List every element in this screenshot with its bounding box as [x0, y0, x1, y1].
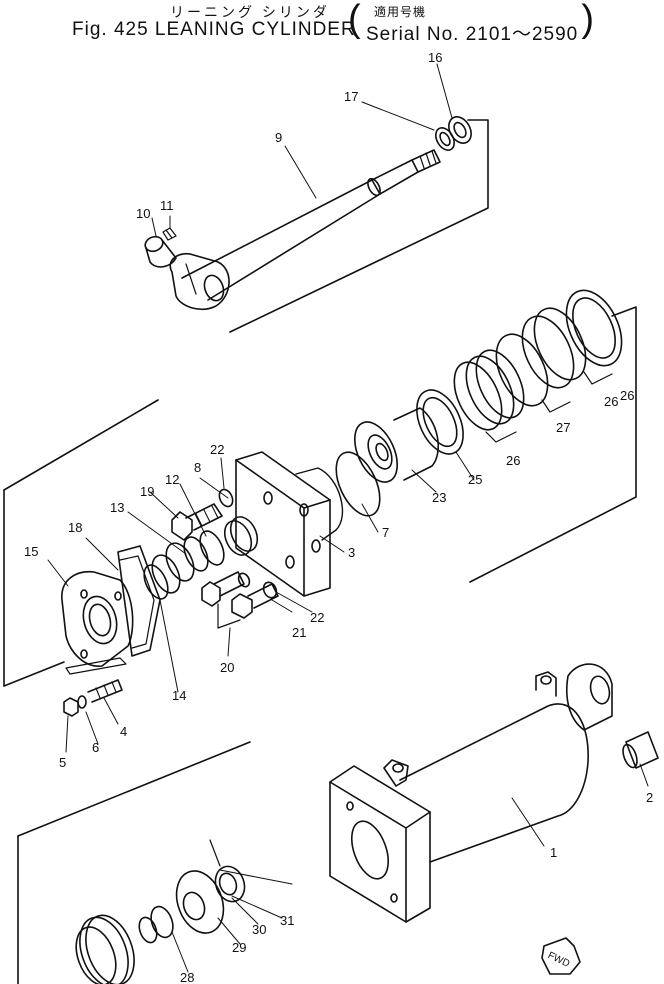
part-label-14: 14: [172, 688, 186, 703]
part-label-19: 19: [140, 484, 154, 499]
part-label-21: 21: [292, 625, 306, 640]
part-label-28: 28: [180, 970, 194, 984]
part-label-31: 31: [280, 913, 294, 928]
leader-lines: [47, 63, 649, 973]
cylinder-tube-1: [329, 663, 659, 923]
close-paren: ): [581, 0, 594, 40]
title-main: Fig. 425 LEANING CYLINDER: [72, 19, 356, 40]
applicable-models-label: 適用号機: [374, 5, 427, 19]
part-label-8: 8: [194, 460, 201, 475]
serial-range: Serial No. 2101～2590: [366, 24, 579, 45]
open-paren: (: [348, 0, 361, 40]
part-label-7: 7: [382, 525, 389, 540]
part-label-15: 15: [24, 544, 38, 559]
section-lines: [3, 119, 637, 984]
part-label-25: 25: [468, 472, 482, 487]
part-label-26-a: 26: [506, 453, 520, 468]
o-ring-7: [335, 451, 381, 517]
stud-nut-washer: [63, 679, 123, 717]
part-label-20: 20: [220, 660, 234, 675]
part-label-26-c: 26: [620, 388, 634, 403]
title-japanese: リーニング シリンダ: [170, 4, 330, 20]
part-label-3: 3: [348, 545, 355, 560]
part-label-22-lower: 22: [310, 610, 324, 625]
part-label-11: 11: [160, 198, 174, 213]
part-label-29: 29: [232, 940, 246, 955]
part-label-9: 9: [275, 130, 282, 145]
part-label-30: 30: [252, 922, 266, 937]
part-number-labels: 1 2 3 4 5 6 7 8 9 10 11 12 13 14 15 16 1…: [24, 50, 653, 984]
part-label-12: 12: [165, 472, 179, 487]
fwd-label: FWD: [546, 950, 571, 970]
part-label-10: 10: [136, 206, 150, 221]
part-label-13: 13: [110, 500, 124, 515]
part-label-4: 4: [120, 724, 127, 739]
part-label-6: 6: [92, 740, 99, 755]
part-label-18: 18: [68, 520, 82, 535]
figure-title: リーニング シリンダ Fig. 425 LEANING CYLINDER ( 適…: [0, 0, 664, 45]
part-label-26-b: 26: [604, 394, 618, 409]
part-label-27: 27: [556, 420, 570, 435]
part-label-23: 23: [432, 490, 446, 505]
fwd-arrow-icon: [541, 937, 581, 975]
serial-range-box: ( 適用号機 Serial No. 2101～2590 ): [348, 0, 594, 45]
flange-and-gasket: [61, 545, 161, 675]
cylinder-head-3: [235, 451, 344, 597]
part-label-16: 16: [428, 50, 442, 65]
piston-end-parts: [75, 839, 246, 984]
part-label-5: 5: [59, 755, 66, 770]
bolts-and-rings: [143, 488, 279, 629]
part-label-17: 17: [344, 89, 358, 104]
part-label-2: 2: [646, 790, 653, 805]
part-label-22-upper: 22: [210, 442, 224, 457]
part-label-1: 1: [550, 845, 557, 860]
piston-rod-assembly: [144, 116, 472, 311]
packing-ring-stack: [354, 289, 623, 483]
